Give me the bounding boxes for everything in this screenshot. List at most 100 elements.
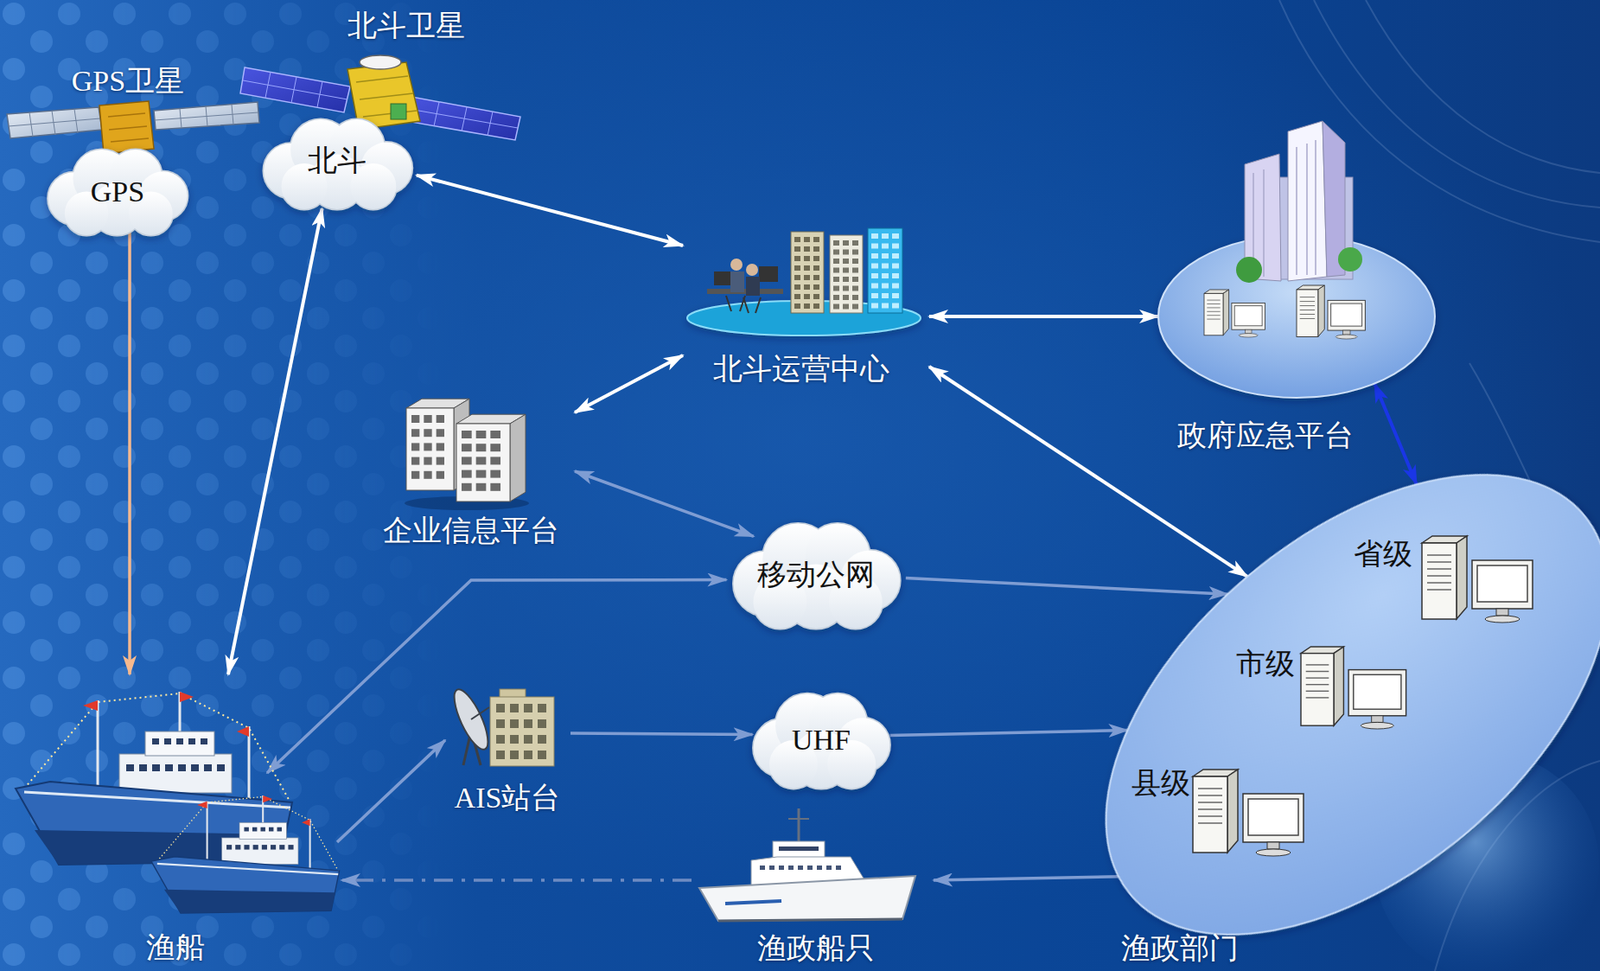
building-window — [892, 273, 899, 279]
antenna-dish — [447, 684, 495, 753]
pc-node: 县级 — [1128, 764, 1323, 865]
gps-satellite — [6, 101, 260, 154]
tower-front — [1192, 776, 1228, 853]
building-window — [423, 457, 432, 466]
panel-grid — [8, 108, 101, 137]
ship-bridge — [772, 841, 825, 859]
building-window — [842, 240, 849, 246]
boat-window — [216, 764, 225, 772]
building-window — [411, 414, 420, 423]
boat-mast — [248, 726, 251, 800]
building-window — [852, 258, 859, 264]
boat-flag — [197, 801, 208, 809]
station-window — [509, 719, 519, 728]
building-window — [881, 273, 889, 279]
building-window — [803, 246, 810, 252]
person-body — [730, 271, 745, 293]
fishing-boat — [151, 795, 340, 913]
ship-stripe — [725, 900, 782, 904]
boat-window — [164, 738, 172, 745]
cloud-shape — [733, 522, 901, 629]
boat-window — [252, 827, 257, 832]
tower-vent — [1306, 696, 1330, 698]
tower-vent — [1300, 300, 1315, 302]
building-window — [871, 293, 879, 299]
monitor-base — [1238, 333, 1258, 338]
building-window — [852, 267, 859, 274]
boat-window — [178, 764, 186, 772]
building-window — [871, 283, 879, 289]
cloud-fill — [48, 149, 188, 236]
monitor-base — [1335, 334, 1358, 339]
building-window — [813, 303, 820, 309]
tower-front — [1296, 289, 1319, 338]
building-window — [892, 263, 899, 269]
node-label: 市级 — [1234, 646, 1297, 681]
connector — [341, 878, 692, 882]
ship-window — [797, 865, 804, 870]
building-window — [461, 456, 472, 465]
panel-grid — [242, 71, 348, 108]
boat-bridge — [239, 822, 287, 839]
cloud-fill — [263, 119, 413, 210]
ship-window — [788, 865, 794, 870]
boat-mast — [96, 700, 100, 787]
building-window — [833, 258, 840, 264]
computer-icon — [1300, 646, 1407, 729]
ship-window — [778, 865, 785, 870]
building-window — [881, 243, 889, 249]
building-window — [881, 283, 889, 289]
tower-side — [1333, 646, 1344, 726]
node-label: 县级 — [1129, 765, 1193, 800]
building-window — [881, 233, 889, 239]
cloud-node: 移动公网 — [726, 521, 906, 629]
station-window — [537, 719, 547, 728]
building-window — [892, 233, 899, 239]
cloud-outline — [263, 119, 413, 210]
pc-node: 市级 — [1231, 643, 1427, 735]
node-illustration — [1022, 385, 1600, 971]
tower-vent — [1427, 574, 1452, 577]
station-window — [523, 750, 533, 759]
node-label: 北斗卫星 — [345, 8, 467, 43]
boat-window — [243, 827, 249, 832]
node-label: 渔政部门 — [1119, 930, 1241, 965]
building-window — [871, 253, 879, 259]
connector — [890, 730, 1129, 736]
satellite-dish — [359, 55, 402, 70]
building-window — [881, 263, 889, 269]
building-window — [490, 456, 501, 465]
monitor-frame — [1348, 669, 1407, 716]
boat-mast — [309, 818, 312, 869]
node-label: 企业信息平台 — [381, 513, 561, 548]
building-window — [833, 276, 840, 282]
building-window — [461, 443, 472, 452]
building-window — [842, 258, 849, 264]
monitor-base — [1360, 721, 1394, 729]
building-window — [852, 249, 859, 255]
boat-window — [261, 844, 268, 849]
building-window — [852, 286, 859, 292]
ship-mast — [788, 817, 810, 820]
building-window — [476, 470, 487, 479]
building-window — [803, 255, 810, 262]
boat-window — [191, 764, 199, 772]
solar-panel — [240, 67, 351, 113]
node-illustration — [687, 228, 921, 336]
ent-node: 企业信息平台 — [371, 387, 575, 554]
building-window — [892, 253, 899, 259]
monitor-stand — [1244, 329, 1252, 333]
node-illustration — [263, 119, 413, 210]
beidou-satellite — [240, 55, 521, 141]
building-window — [436, 471, 445, 479]
building-window — [813, 236, 820, 243]
station-window — [523, 734, 533, 744]
ais-node: AIS站台 — [445, 674, 571, 817]
station-window — [523, 719, 533, 728]
cloud-fill — [753, 693, 891, 789]
tower-vent — [1300, 318, 1315, 319]
building-window — [423, 414, 432, 423]
building — [790, 231, 824, 313]
boat-window — [188, 738, 196, 745]
